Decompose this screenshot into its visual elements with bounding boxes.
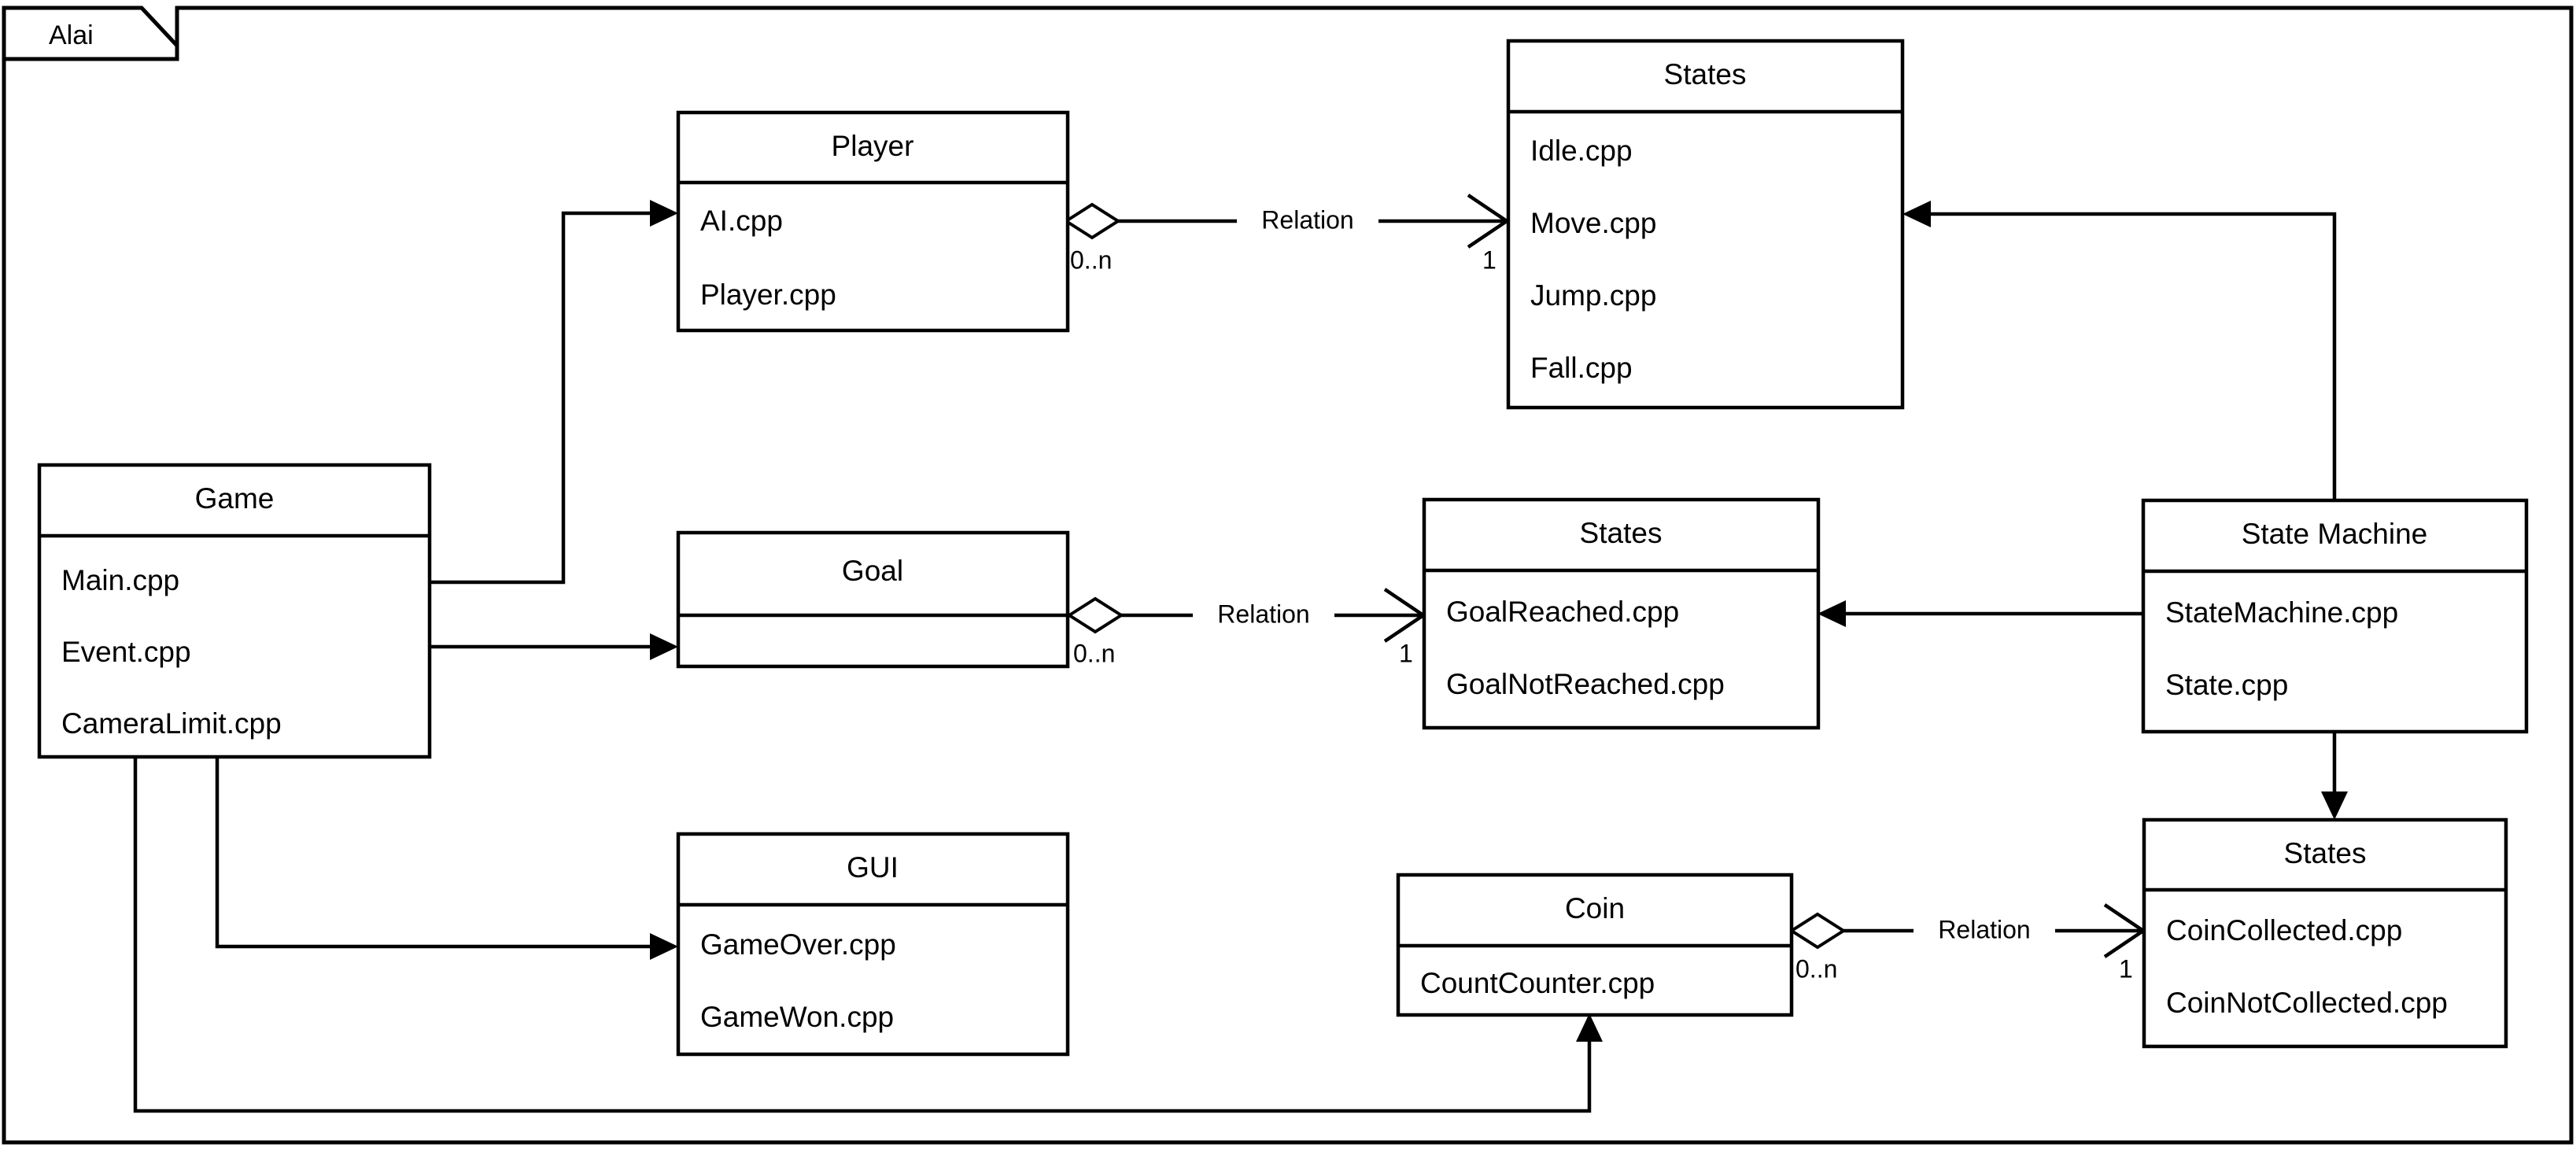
class-member: Move.cpp xyxy=(1530,207,1656,239)
class-member: CountCounter.cpp xyxy=(1420,967,1655,999)
source-multiplicity-label: 0..n xyxy=(1073,639,1115,667)
class-box-states-coin-rect xyxy=(2142,817,2508,1049)
class-title-gui: GUI xyxy=(847,851,899,884)
class-title-states-goal: States xyxy=(1580,517,1663,549)
source-multiplicity-label: 0..n xyxy=(1795,954,1837,983)
edge-game-to-coin-line xyxy=(133,757,1592,1113)
class-member: AI.cpp xyxy=(700,205,783,237)
class-member: CameraLimit.cpp xyxy=(61,707,282,740)
package-tab-shape xyxy=(2,6,179,61)
class-title-states-player: States xyxy=(1664,58,1747,90)
class-member: StateMachine.cpp xyxy=(2165,596,2398,629)
target-multiplicity-label: 1 xyxy=(2119,954,2133,983)
relation-label: Relation xyxy=(1261,205,1353,234)
package-frame[interactable]: Alai xyxy=(2,6,2574,1145)
class-box-state-machine[interactable]: State Machine StateMachine.cpp State.cpp xyxy=(2141,498,2529,734)
class-member: Event.cpp xyxy=(61,636,191,668)
class-title-coin: Coin xyxy=(1565,892,1625,924)
class-member: CoinCollected.cpp xyxy=(2166,914,2402,946)
class-box-states-player[interactable]: States Idle.cpp Move.cpp Jump.cpp Fall.c… xyxy=(1506,39,1905,410)
class-title-goal: Goal xyxy=(842,555,903,587)
arrowhead-icon xyxy=(1576,1013,1603,1042)
class-box-state-machine-rect xyxy=(2141,498,2529,734)
class-title-player: Player xyxy=(832,130,914,162)
source-multiplicity-label: 0..n xyxy=(1070,245,1112,274)
arrowhead-icon xyxy=(1818,600,1846,627)
class-box-gui-rect xyxy=(676,832,1070,1057)
edge-game-to-player[interactable] xyxy=(430,200,678,585)
aggregation-diamond-icon xyxy=(1066,596,1124,634)
relation-label: Relation xyxy=(1938,915,2030,943)
target-multiplicity-label: 1 xyxy=(1482,245,1497,274)
class-box-goal[interactable]: Goal xyxy=(676,530,1070,669)
class-title-game: Game xyxy=(195,482,275,515)
class-member: Idle.cpp xyxy=(1530,135,1633,167)
aggregation-diamond-icon xyxy=(1788,912,1847,950)
edge-game-to-gui-line xyxy=(215,757,659,949)
class-member: Fall.cpp xyxy=(1530,352,1633,384)
arrowhead-icon xyxy=(650,633,678,660)
edge-statemachine-to-states-player[interactable] xyxy=(1902,201,2337,500)
class-box-coin[interactable]: Coin CountCounter.cpp xyxy=(1396,873,1794,1017)
edge-statemachine-to-states-coin[interactable] xyxy=(2321,732,2348,820)
target-multiplicity-label: 1 xyxy=(1399,639,1413,667)
aggregation-diamond-icon xyxy=(1063,202,1121,240)
relation-label-backdrop xyxy=(1193,600,1334,632)
arrowhead-icon xyxy=(1902,201,1931,227)
class-box-game-rect xyxy=(37,463,432,759)
class-box-player[interactable]: Player AI.cpp Player.cpp xyxy=(676,110,1070,333)
class-member: GameWon.cpp xyxy=(700,1001,894,1033)
class-member: GameOver.cpp xyxy=(700,928,896,961)
package-name-label: Alai xyxy=(49,20,94,50)
class-member: Player.cpp xyxy=(700,279,836,311)
class-box-states-coin[interactable]: States CoinCollected.cpp CoinNotCollecte… xyxy=(2142,817,2508,1049)
edge-sm-states-player-line xyxy=(1921,212,2337,500)
class-member: State.cpp xyxy=(2165,669,2288,701)
class-member: Main.cpp xyxy=(61,564,179,596)
class-member: GoalNotReached.cpp xyxy=(1446,668,1725,700)
edge-statemachine-to-states-goal[interactable] xyxy=(1818,600,2143,627)
class-member: CoinNotCollected.cpp xyxy=(2166,987,2448,1019)
class-title-states-coin: States xyxy=(2284,837,2367,869)
class-box-states-goal-rect xyxy=(1422,497,1821,730)
class-box-game[interactable]: Game Main.cpp Event.cpp CameraLimit.cpp xyxy=(37,463,432,759)
class-member: GoalReached.cpp xyxy=(1446,596,1679,628)
class-box-states-player-rect xyxy=(1506,39,1905,410)
class-box-gui[interactable]: GUI GameOver.cpp GameWon.cpp xyxy=(676,832,1070,1057)
relation-coin-states[interactable]: Relation 0..n 1 xyxy=(1788,903,2147,983)
relation-label-backdrop xyxy=(1914,916,2055,947)
arrowhead-icon xyxy=(650,200,678,227)
relation-player-states[interactable]: Relation 0..n 1 xyxy=(1063,194,1511,274)
edge-game-to-goal[interactable] xyxy=(430,633,678,660)
class-title-state-machine: State Machine xyxy=(2242,518,2428,550)
class-box-states-goal[interactable]: States GoalReached.cpp GoalNotReached.cp… xyxy=(1422,497,1821,730)
relation-goal-states[interactable]: Relation 0..n 1 xyxy=(1066,588,1427,667)
edge-game-to-gui[interactable] xyxy=(215,757,678,960)
arrowhead-icon xyxy=(650,933,678,960)
class-box-player-rect xyxy=(676,110,1070,333)
arrowhead-icon xyxy=(2321,791,2348,820)
class-box-goal-rect xyxy=(676,530,1070,669)
relation-label-backdrop xyxy=(1237,206,1378,238)
edge-game-to-coin[interactable] xyxy=(133,757,1603,1113)
relation-label: Relation xyxy=(1217,600,1309,628)
class-member: Jump.cpp xyxy=(1530,279,1656,312)
edge-game-to-player-line xyxy=(430,211,659,585)
